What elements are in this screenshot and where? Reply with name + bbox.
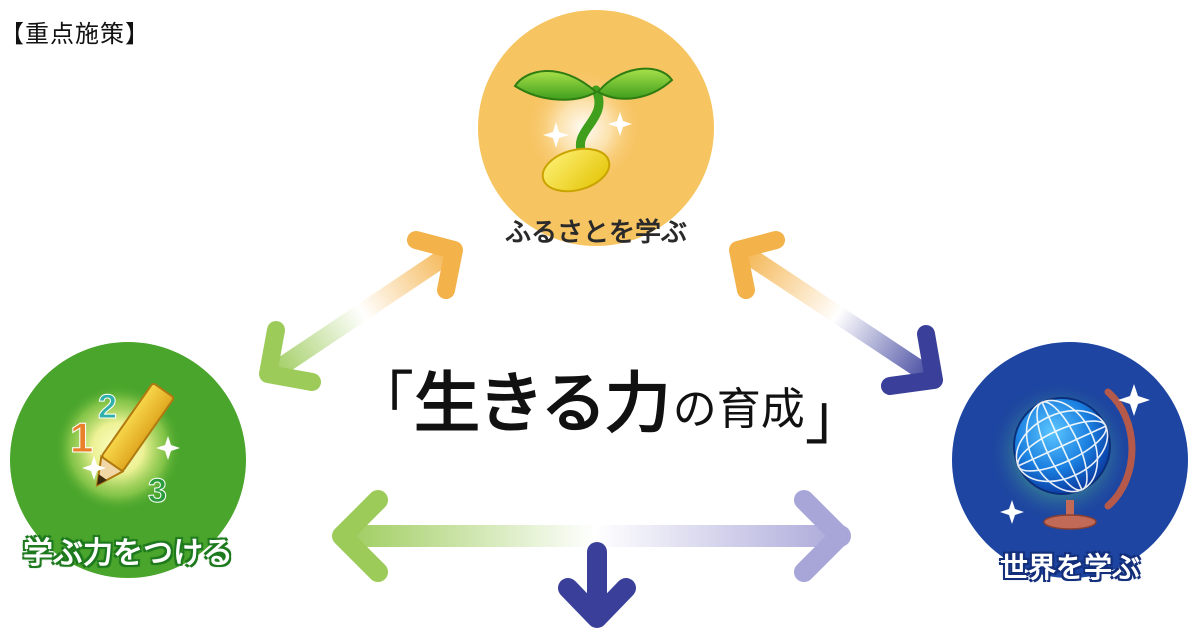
title-no-ikusei: の育成 [672,384,805,435]
title-ikiru-chikara: 生きる力 [414,364,671,442]
number-two: 2 [98,388,117,426]
arrow-horizontal [332,490,851,582]
pencil-numbers-icon: 1 2 3 [70,382,180,511]
node-manabu: 1 2 3 [10,342,246,578]
page-title: 【重点施策】 [0,20,150,48]
node-furusato-label: ふるさとを学ぶ [504,218,688,248]
open-bracket: 「 [352,364,415,437]
close-bracket: 」 [804,380,867,453]
node-sekai-label: 世界を学ぶ [999,551,1141,584]
node-furusato [478,10,714,246]
arrow-down [558,542,636,628]
sprout-icon [513,67,674,193]
arrow-top-left [259,231,463,391]
globe-icon [1000,384,1150,530]
arrow-top-right [729,231,943,395]
number-one: 1 [70,414,93,461]
number-three: 3 [148,472,167,510]
center-title: 「 生きる力 の育成 」 [352,364,867,448]
node-sekai [952,342,1188,578]
node-manabu-label: 学ぶ力をつける [23,536,233,571]
